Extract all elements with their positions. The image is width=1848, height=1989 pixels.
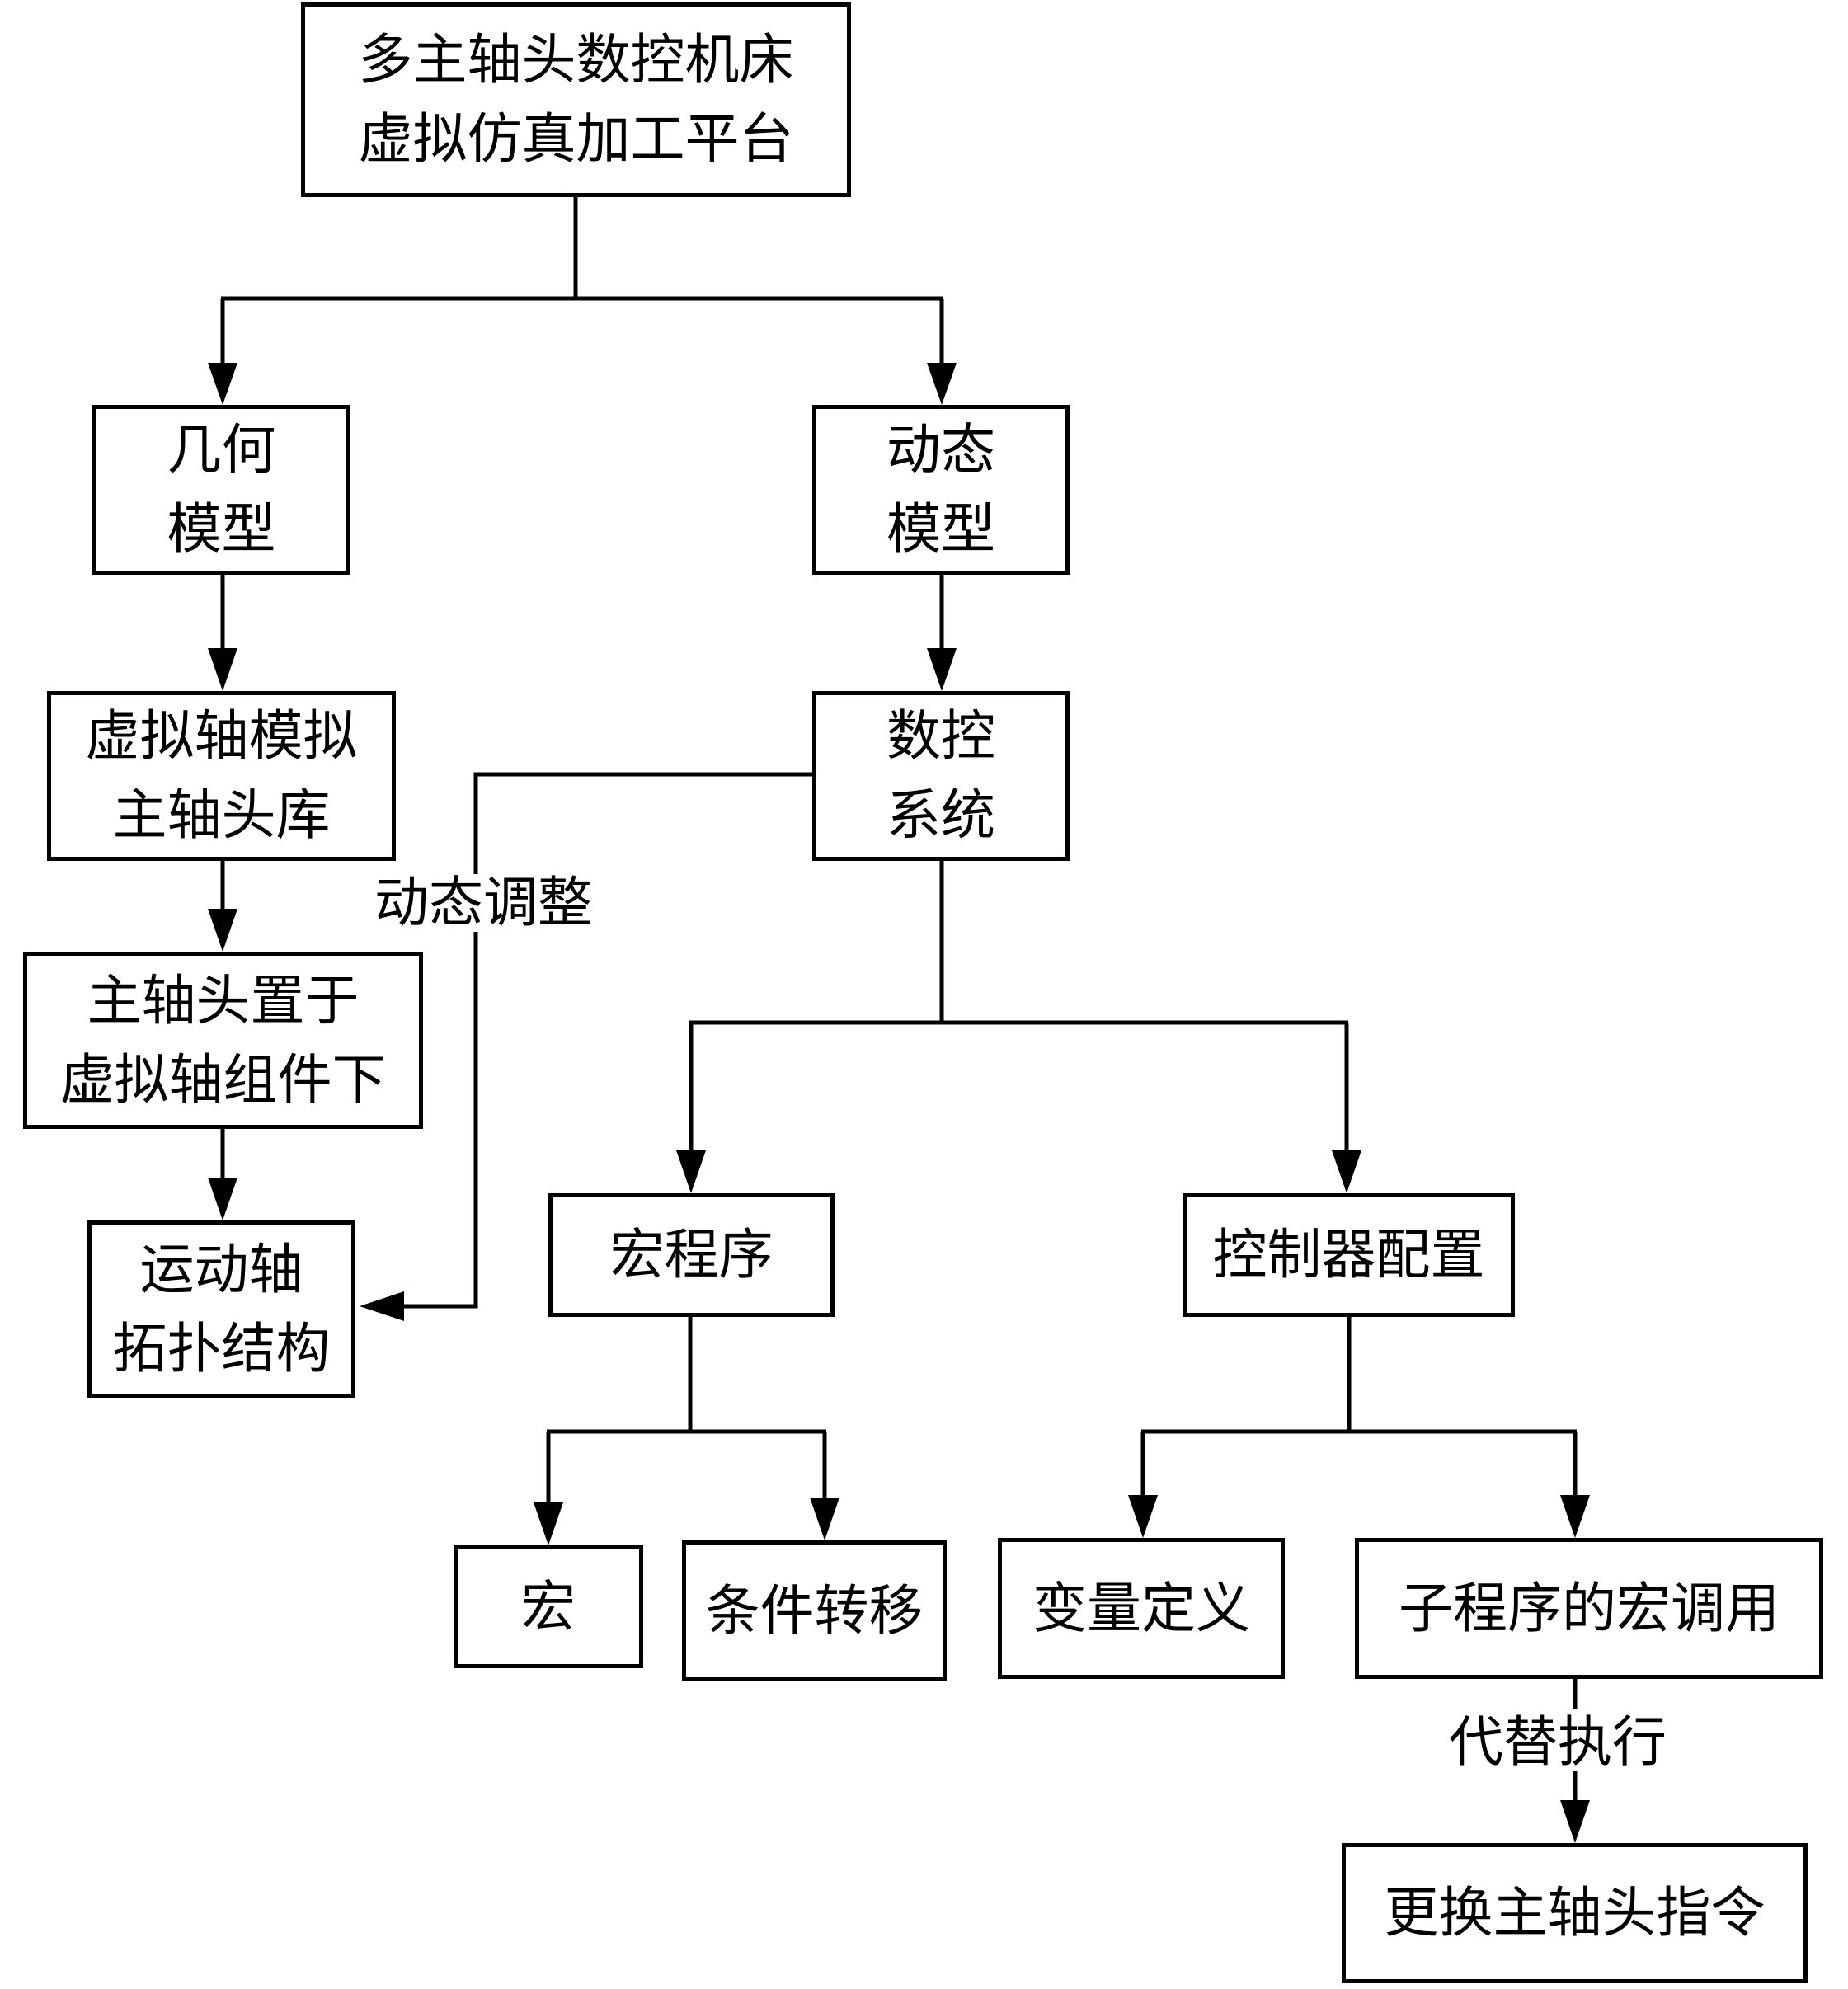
node-conditional-branch-label: 条件转移 [705,1578,924,1643]
edge-label-dynamic-adjust: 动态调整 [374,871,592,934]
arrowhead-dynamic [927,363,957,405]
node-virtual-axis-library-label: 虚拟轴模拟 主轴头库 [85,704,358,847]
node-geometry-model: 几何 模型 [92,405,350,575]
arrowhead-spindle [208,909,237,952]
node-motion-axis-topology: 运动轴 拓扑结构 [87,1220,355,1398]
node-spindle-under-axis: 主轴头置于 虚拟轴组件下 [23,952,423,1129]
node-controller-config-label: 控制器配置 [1212,1223,1485,1287]
arrowhead-library [208,648,237,691]
edge-label-substitute-execute: 代替执行 [1449,1710,1667,1774]
node-macro: 宏 [454,1545,643,1668]
node-change-spindle-command-label: 更换主轴头指令 [1384,1881,1766,1945]
arrowhead-topology [208,1178,237,1220]
arrowhead-variable-def [1128,1495,1158,1538]
node-virtual-axis-library: 虚拟轴模拟 主轴头库 [47,691,396,861]
node-nc-system-label: 数控 系统 [886,704,995,847]
node-macro-program-label: 宏程序 [609,1223,774,1287]
node-subprogram-macro-call: 子程序的宏调用 [1355,1538,1823,1679]
node-controller-config: 控制器配置 [1183,1193,1515,1317]
node-root-label: 多主轴头数控机床 虚拟仿真加工平台 [358,28,794,171]
connector-dynamic-adjust-top [473,772,812,874]
node-root: 多主轴头数控机床 虚拟仿真加工平台 [301,2,851,197]
node-spindle-under-axis-label: 主轴头置于 虚拟轴组件下 [59,968,387,1112]
arrowhead-macro-program [676,1150,706,1193]
node-variable-definition-label: 变量定义 [1032,1576,1250,1640]
arrowhead-macro [534,1502,563,1545]
node-change-spindle-command: 更换主轴头指令 [1342,1843,1808,1983]
node-dynamic-model-label: 动态 模型 [886,418,995,561]
arrowhead-controller-config [1332,1150,1361,1193]
arrowhead-conditional [810,1498,839,1540]
arrowhead-dynamic-adjust [360,1291,404,1321]
node-nc-system: 数控 系统 [812,691,1070,861]
node-variable-definition: 变量定义 [998,1538,1285,1679]
connector-dynamic-adjust-bottom [404,932,478,1309]
arrowhead-geometry [208,363,237,405]
node-motion-axis-topology-label: 运动轴 拓扑结构 [112,1237,331,1380]
arrowhead-subprogram [1560,1495,1590,1538]
node-conditional-branch: 条件转移 [682,1540,947,1681]
node-macro-program: 宏程序 [548,1193,835,1317]
node-geometry-model-label: 几何 模型 [167,418,276,561]
node-macro-label: 宏 [521,1574,576,1639]
arrowhead-change-spindle [1560,1800,1590,1843]
node-dynamic-model: 动态 模型 [812,405,1070,575]
arrowhead-nc [927,648,957,691]
node-subprogram-macro-call-label: 子程序的宏调用 [1399,1576,1780,1640]
